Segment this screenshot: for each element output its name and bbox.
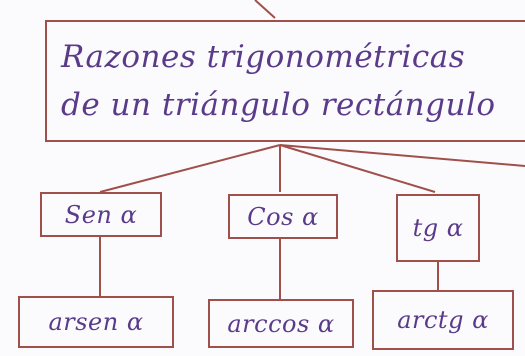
node-arsen: arsen α — [18, 296, 174, 348]
root-title-line1: Razones trigonométricas — [61, 39, 466, 75]
node-cos-label: Cos α — [247, 202, 319, 231]
root-node: Razones trigonométricas de un triángulo … — [45, 20, 525, 142]
root-title-line2: de un triángulo rectángulo — [61, 87, 496, 123]
connector-root-tg — [279, 144, 436, 193]
node-arccos-label: arccos α — [227, 309, 335, 338]
node-arctg-label: arctg α — [397, 306, 489, 334]
node-sen: Sen α — [40, 192, 162, 237]
node-arctg: arctg α — [372, 290, 514, 350]
node-tg: tg α — [396, 194, 480, 262]
connector-top-stub — [254, 0, 276, 19]
connector-root-offpage — [279, 144, 525, 167]
node-tg-label: tg α — [412, 214, 464, 242]
connector-root-sen — [99, 144, 281, 193]
node-sen-label: Sen α — [64, 200, 138, 229]
node-arccos: arccos α — [208, 299, 354, 348]
node-arsen-label: arsen α — [48, 308, 144, 336]
node-cos: Cos α — [228, 194, 338, 239]
